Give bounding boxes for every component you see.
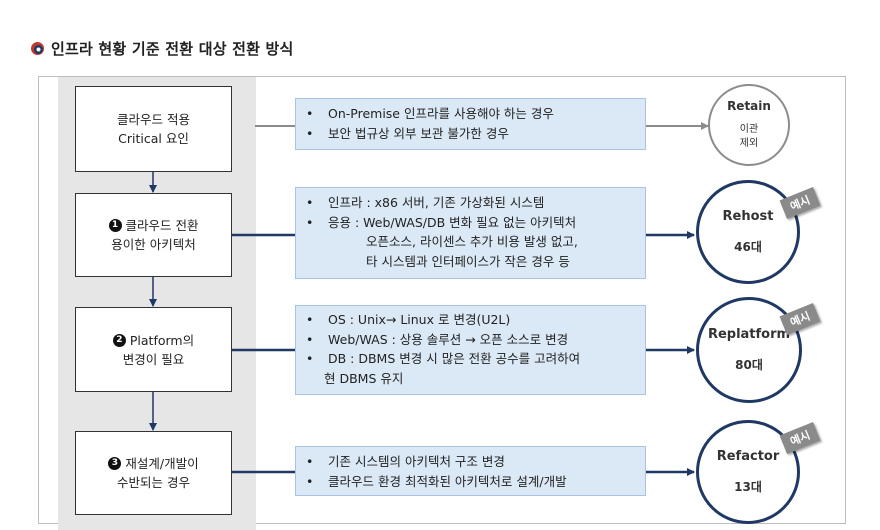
description-item: OS : Unix→ Linux 로 변경(U2L): [328, 312, 511, 327]
description-item: 보안 법규상 외부 보관 불가한 경우: [328, 125, 509, 141]
rehost-description: •인프라 : x86 서버, 기존 가상화된 시스템 •응용 : Web/WAS…: [295, 187, 646, 279]
step-line: Platform의: [129, 332, 195, 348]
description-item: DB : DBMS 변경 시 많은 전환 공수를 고려하여: [328, 351, 581, 366]
step-line: Critical 요인: [118, 131, 189, 146]
step-number-1-icon: 1: [108, 219, 122, 232]
outcome-name: Retain: [727, 99, 771, 113]
step-line: 변경이 필요: [122, 351, 185, 367]
circle-bullet-icon: [30, 41, 45, 56]
description-continuation: 현 DBMS 유지: [324, 370, 404, 386]
step-line: 용이한 아키텍처: [111, 237, 196, 252]
diagram-frame: [38, 76, 846, 524]
step-number-2-icon: 2: [112, 333, 126, 347]
step-line: 재설계/개발이: [125, 456, 199, 471]
retain-description: •On-Premise 인프라를 사용해야 하는 경우 •보안 법규상 외부 보…: [295, 98, 646, 150]
outcome-sub: 제외: [739, 138, 759, 149]
retain-circle: Retain 이관 제외: [708, 84, 790, 166]
refactor-description: •기존 시스템의 아키텍처 구조 변경 •클라우드 환경 최적화된 아키텍처로 …: [295, 446, 646, 496]
description-item: On-Premise 인프라를 사용해야 하는 경우: [328, 106, 554, 121]
description-item: 기존 시스템의 아키텍처 구조 변경: [328, 454, 505, 469]
outcome-count: 80대: [735, 358, 763, 372]
step-line: 클라우드 적용: [117, 112, 190, 127]
rehost-circle: Rehost 46대: [696, 180, 800, 284]
description-item: Web/WAS : 상용 솔루션 → 오픈 소스로 변경: [328, 331, 569, 347]
step-critical-factor: 클라우드 적용 Critical 요인: [75, 86, 232, 172]
step-line: 클라우드 전환: [125, 218, 199, 233]
description-item: 클라우드 환경 최적화된 아키텍처로 설계/개발: [328, 473, 567, 489]
diagram-title-row: 인프라 현황 기준 전환 대상 전환 방식: [30, 38, 294, 59]
outcome-name: Rehost: [722, 209, 774, 224]
step-number-3-icon: 3: [108, 457, 122, 470]
diagram-title: 인프라 현황 기준 전환 대상 전환 방식: [51, 40, 294, 58]
replatform-description: •OS : Unix→ Linux 로 변경(U2L) •Web/WAS : 상…: [295, 305, 646, 395]
outcome-count: 13대: [734, 480, 762, 494]
outcome-count: 46대: [734, 240, 762, 254]
outcome-name: Refactor: [716, 449, 780, 464]
description-continuation: 타 시스템과 인터페이스가 작은 경우 등: [366, 253, 570, 269]
outcome-sub: 이관: [739, 124, 759, 135]
description-continuation: 오픈소스, 라이센스 추가 비용 발생 없고,: [366, 234, 578, 249]
outcome-name: Replatform: [707, 327, 791, 342]
description-item: 응용 : Web/WAS/DB 변화 필요 없는 아키텍처: [328, 214, 577, 230]
step-line: 수반되는 경우: [117, 475, 190, 490]
description-item: 인프라 : x86 서버, 기존 가상화된 시스템: [328, 195, 545, 210]
